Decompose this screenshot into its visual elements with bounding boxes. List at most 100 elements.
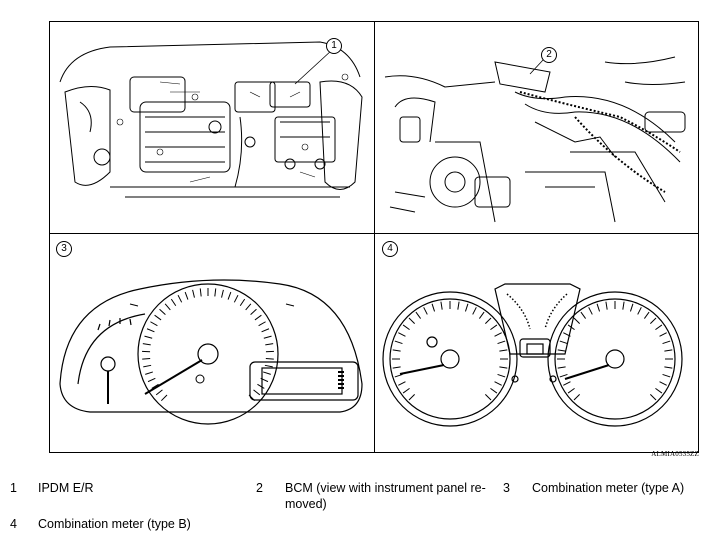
gauge-tick bbox=[257, 383, 265, 389]
gauge-tick bbox=[159, 308, 166, 315]
gauge-tick bbox=[250, 308, 257, 315]
gauge-tick bbox=[264, 364, 273, 368]
gauge-tick bbox=[144, 335, 153, 339]
gauge-tick bbox=[650, 317, 657, 324]
gauge-tick bbox=[155, 389, 163, 396]
gauge-tick bbox=[415, 311, 422, 319]
gauge-tick bbox=[629, 303, 634, 312]
gauge-tick bbox=[192, 289, 195, 298]
gauge-tick bbox=[464, 303, 469, 312]
gauge-tick bbox=[145, 371, 153, 375]
gauge-tick bbox=[423, 307, 428, 315]
gauge-tick bbox=[221, 289, 224, 298]
gauge-tick bbox=[227, 291, 232, 300]
gauge-tick bbox=[392, 349, 401, 352]
gauge-tick bbox=[637, 307, 642, 315]
legend-num-1: 1 bbox=[10, 481, 17, 495]
gauge-tick bbox=[563, 381, 571, 386]
gauge-tick bbox=[655, 387, 663, 394]
gauge-tick bbox=[567, 324, 575, 331]
gauge-tick bbox=[588, 307, 593, 315]
callout-3: 3 bbox=[56, 241, 72, 257]
gauge-tick bbox=[440, 301, 443, 310]
gauge-tick bbox=[494, 332, 502, 337]
gauge-tick bbox=[233, 294, 239, 303]
gauge-tick bbox=[260, 377, 269, 383]
legend-num-3: 3 bbox=[503, 481, 510, 495]
gauge-tick bbox=[184, 291, 189, 300]
gauge-tick bbox=[567, 387, 575, 394]
gauge-tick bbox=[650, 394, 657, 401]
gauge-tick bbox=[662, 340, 671, 345]
gauge-tick bbox=[662, 373, 671, 378]
gauge-tick bbox=[457, 301, 460, 310]
gauge-tick bbox=[494, 381, 502, 386]
panel-combination-meter-type-a bbox=[50, 234, 374, 452]
gauge-tick bbox=[261, 328, 270, 333]
gauge-tick bbox=[245, 303, 252, 311]
gauge-tick bbox=[394, 373, 403, 378]
gauge-tick bbox=[151, 383, 159, 389]
legend-text-2: BCM (view with instrument panel re- move… bbox=[285, 480, 500, 512]
gauge-tick bbox=[154, 314, 162, 321]
gauge-tick bbox=[258, 321, 266, 327]
gauge-tick bbox=[499, 366, 508, 369]
legend-text-2-line1: BCM (view with instrument panel re- bbox=[285, 481, 486, 495]
legend-text-4: Combination meter (type B) bbox=[38, 517, 191, 531]
gauge-tick bbox=[490, 387, 498, 394]
gauge-tick bbox=[431, 303, 436, 312]
gauge-tick bbox=[150, 321, 158, 327]
gauge-tick bbox=[265, 343, 274, 346]
gauge-tick bbox=[559, 340, 568, 345]
gauge-tick bbox=[214, 288, 217, 297]
gauge-tick bbox=[142, 358, 151, 360]
gauge-tick bbox=[263, 371, 271, 375]
gauge-tick bbox=[402, 387, 410, 394]
callout-2: 2 bbox=[541, 47, 557, 63]
callout-1: 1 bbox=[326, 38, 342, 54]
engine-bay-illustration bbox=[59, 41, 363, 198]
gauge-tick bbox=[239, 298, 246, 307]
figure-divider-horizontal bbox=[49, 233, 699, 234]
gauge-tick bbox=[254, 314, 262, 321]
callout-4: 4 bbox=[382, 241, 398, 257]
gauge-tick bbox=[170, 298, 177, 307]
gauge-tick bbox=[573, 317, 580, 324]
gauge-tick bbox=[177, 294, 183, 303]
gauge-tick bbox=[478, 311, 485, 319]
gauge-tick bbox=[497, 340, 506, 345]
gauge-tick bbox=[253, 389, 261, 396]
panel-combination-meter-type-b bbox=[375, 234, 698, 452]
gauge-tick bbox=[497, 373, 506, 378]
gauge-tick bbox=[199, 288, 202, 297]
gauge-tick bbox=[643, 311, 650, 319]
gauge-tick bbox=[557, 366, 566, 369]
gauge-tick bbox=[265, 358, 274, 360]
gauge-tick bbox=[499, 349, 508, 352]
bcm-illustration bbox=[384, 56, 686, 223]
gauge-tick bbox=[398, 381, 406, 386]
gauge-tick bbox=[142, 343, 151, 346]
gauge-tick bbox=[664, 366, 673, 369]
gauge-tick bbox=[622, 301, 625, 310]
gauge-tick bbox=[394, 340, 403, 345]
gauge-tick bbox=[557, 349, 566, 352]
legend-text-1: IPDM E/R bbox=[38, 481, 94, 495]
legend-num-2: 2 bbox=[256, 481, 263, 495]
gauge-tick bbox=[659, 381, 667, 386]
gauge-tick bbox=[485, 317, 492, 324]
gauge-tick bbox=[563, 332, 571, 337]
gauge-tick bbox=[392, 366, 401, 369]
gauge-tick bbox=[485, 394, 492, 401]
figure-id: ALMIA0535ZZ bbox=[651, 450, 699, 458]
gauge-tick bbox=[605, 301, 608, 310]
gauge-tick bbox=[664, 349, 673, 352]
gauge-tick bbox=[573, 394, 580, 401]
gauge-tick bbox=[398, 332, 406, 337]
combination-meter-a-illustration bbox=[59, 279, 363, 425]
combination-meter-b-illustration bbox=[382, 283, 683, 427]
gauge-tick bbox=[408, 394, 415, 401]
gauge-tick bbox=[263, 335, 272, 339]
panel-bcm bbox=[375, 22, 698, 233]
gauge-tick bbox=[402, 324, 410, 331]
